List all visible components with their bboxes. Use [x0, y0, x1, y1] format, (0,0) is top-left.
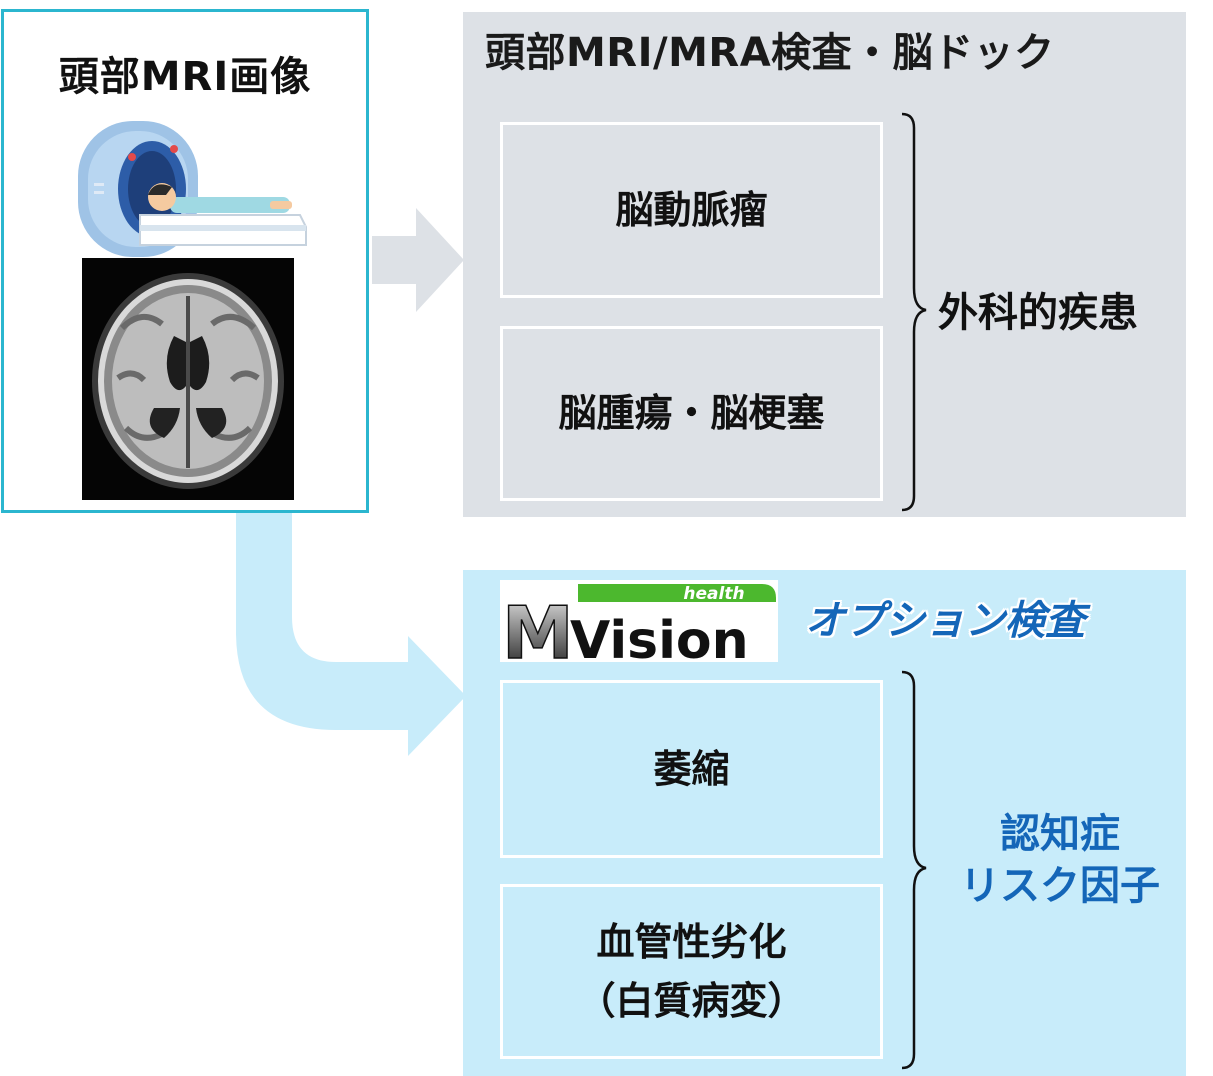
top-panel-title: 頭部MRI/MRA検査・脳ドック: [485, 30, 1055, 76]
box-label: 脳腫瘍・脳梗塞: [558, 391, 825, 436]
top-panel: [463, 12, 1186, 517]
right-brace: [901, 112, 927, 512]
mvision-health-logo: health M Vision: [500, 580, 778, 662]
atrophy-box: 萎縮: [500, 680, 883, 858]
tumor-infarction-box: 脳腫瘍・脳梗塞: [500, 326, 883, 501]
dementia-risk-label: 認知症 リスク因子: [935, 808, 1185, 912]
dementia-label-line1: 認知症: [1000, 811, 1120, 857]
box-label: 萎縮: [653, 746, 730, 791]
mri-image-card: 頭部MRI画像: [1, 9, 369, 513]
mri-card-title: 頭部MRI画像: [58, 54, 312, 100]
gray-arrow: [372, 208, 464, 312]
box-label-line2: （白質病変）: [577, 978, 806, 1023]
box-label: 脳動脈瘤: [615, 187, 768, 232]
logo-vision-text: Vision: [570, 611, 749, 662]
brain-mri-scan: [82, 258, 294, 500]
cerebral-aneurysm-box: 脳動脈瘤: [500, 122, 883, 298]
option-exam-label: オプション検査: [805, 598, 1085, 644]
logo-health-text: health: [683, 584, 744, 604]
blue-bent-arrow: [236, 512, 466, 756]
right-brace: [901, 670, 927, 1070]
surgical-disease-label: 外科的疾患: [938, 290, 1138, 336]
vascular-degeneration-box: 血管性劣化 （白質病変）: [500, 884, 883, 1059]
dementia-label-line2: リスク因子: [960, 863, 1160, 909]
box-label-line1: 血管性劣化: [596, 919, 787, 964]
logo-m-letter: M: [502, 591, 574, 662]
mri-scanner-illustration: [78, 121, 307, 257]
